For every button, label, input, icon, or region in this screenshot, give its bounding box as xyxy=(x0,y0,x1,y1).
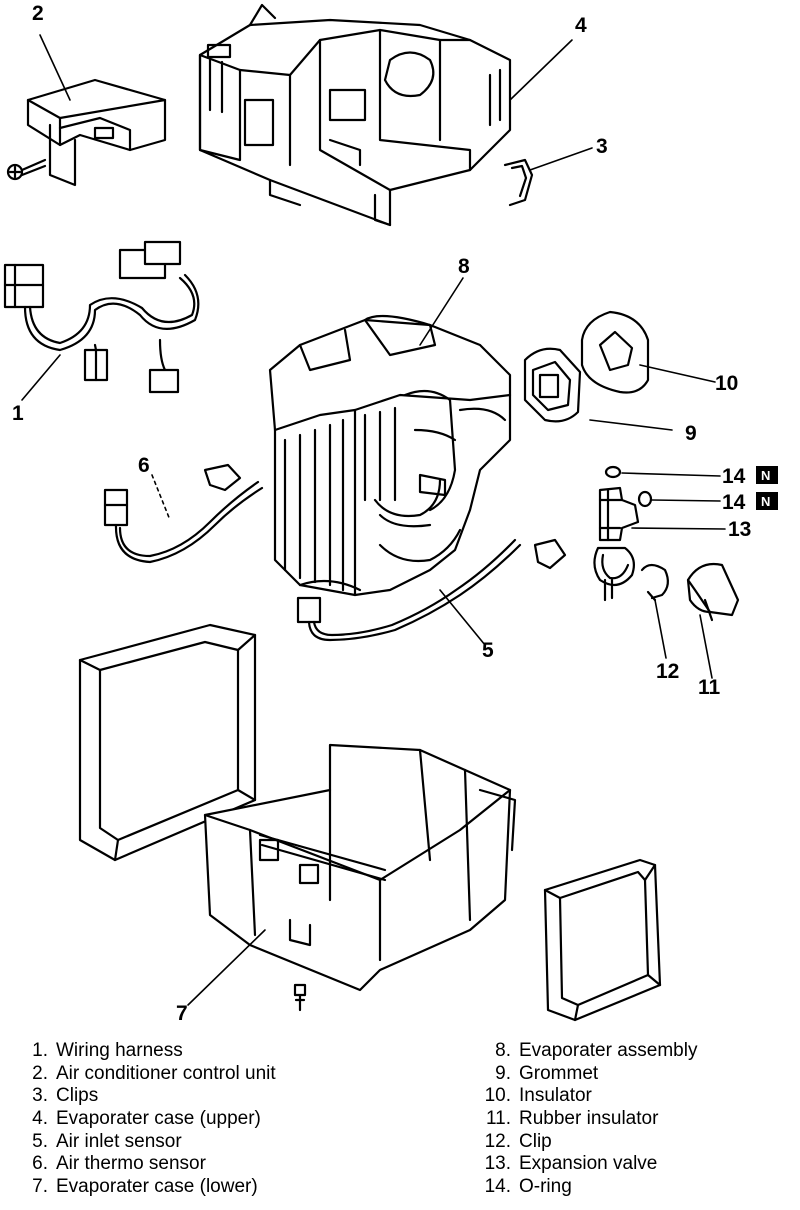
legend-item-label: Evaporater case (lower) xyxy=(56,1175,258,1197)
callout-12: 12 xyxy=(656,660,679,683)
legend-item-number: 3. xyxy=(32,1085,48,1107)
legend-column-left: 1. Wiring harness 2. Air conditioner contro… xyxy=(20,1040,276,1198)
clip-part xyxy=(503,158,534,207)
control-unit-part xyxy=(6,78,167,187)
legend-item-label: Evaporater case (upper) xyxy=(56,1108,261,1130)
legend-item-number: 1. xyxy=(32,1040,48,1062)
callout-14b: 14 xyxy=(722,491,746,514)
badge-n-2: N xyxy=(761,494,770,509)
legend-item-number: 14. xyxy=(484,1175,511,1197)
legend-item-number: 8. xyxy=(495,1040,511,1062)
legend-column-right: 8. Evaporater assembly 9. Grommet 10. Insulat… xyxy=(475,1040,698,1199)
legend-item-number: 12. xyxy=(484,1130,511,1152)
callout-5: 5 xyxy=(482,639,494,662)
callout-9: 9 xyxy=(685,422,697,445)
air-inlet-sensor-part xyxy=(296,538,567,642)
legend-item-label: Rubber insulator xyxy=(519,1108,659,1130)
legend-item-number: 11. xyxy=(485,1108,511,1130)
legend-item: 7. Evaporater case (lower) xyxy=(20,1176,276,1199)
new-part-badge: N xyxy=(756,492,778,510)
legend-item: 6. Air thermo sensor xyxy=(20,1153,276,1176)
legend-item: 12. Clip xyxy=(475,1130,697,1153)
legend-item-number: 10. xyxy=(484,1085,511,1107)
legend-item-number: 9. xyxy=(495,1062,511,1084)
grommet-part xyxy=(523,347,582,423)
callout-8: 8 xyxy=(458,255,470,278)
legend-item: 1. Wiring harness xyxy=(20,1040,276,1063)
legend-item: 10. Insulator xyxy=(475,1085,697,1108)
callout-7: 7 xyxy=(176,1002,188,1025)
evaporator-case-lower-part xyxy=(203,743,517,1012)
exploded-diagram: 2 4 3 8 10 1 9 6 14 14 13 5 12 11 7 N N xyxy=(3,2,778,1025)
rubber-insulator-part xyxy=(686,562,740,622)
legend-item: 14. O-ring xyxy=(475,1176,697,1199)
legend-item: 2. Air conditioner control unit xyxy=(20,1063,276,1086)
filter-frame-left-part xyxy=(78,623,257,862)
callout-3: 3 xyxy=(596,135,608,158)
legend-item-label: Grommet xyxy=(519,1062,599,1084)
callout-2: 2 xyxy=(32,2,44,25)
legend-item-label: Insulator xyxy=(519,1085,592,1107)
legend-item: 8. Evaporater assembly xyxy=(475,1040,697,1063)
legend-item-number: 4. xyxy=(32,1108,48,1130)
callout-11: 11 xyxy=(698,676,721,699)
legend-item-label: Air conditioner control unit xyxy=(56,1062,276,1084)
legend-item-label: Wiring harness xyxy=(56,1040,183,1062)
evaporator-case-upper-part xyxy=(198,3,512,227)
callout-1: 1 xyxy=(12,402,24,425)
evaporator-assembly-part xyxy=(268,314,512,597)
parts-legend: 1. Wiring harness 2. Air conditioner contro… xyxy=(0,1040,800,1210)
new-part-badge: N xyxy=(756,466,778,484)
legend-item: 3. Clips xyxy=(20,1085,276,1108)
legend-item: 4. Evaporater case (upper) xyxy=(20,1108,276,1131)
badge-n-1: N xyxy=(761,468,770,483)
o-ring-part xyxy=(604,465,653,508)
legend-item: 13. Expansion valve xyxy=(475,1153,697,1176)
legend-item-number: 6. xyxy=(32,1153,48,1175)
callout-10: 10 xyxy=(715,372,738,395)
legend-item: 11. Rubber insulator xyxy=(475,1108,697,1131)
filter-frame-right-part xyxy=(543,858,662,1022)
callout-4: 4 xyxy=(575,14,587,37)
legend-item-label: Clip xyxy=(519,1130,552,1152)
leader-lines xyxy=(21,34,726,1006)
legend-item-label: Evaporater assembly xyxy=(519,1040,698,1062)
legend-item: 5. Air inlet sensor xyxy=(20,1130,276,1153)
legend-item-number: 2. xyxy=(32,1062,48,1084)
callout-13: 13 xyxy=(728,518,751,541)
wiring-harness-part xyxy=(3,240,200,394)
callout-6: 6 xyxy=(138,454,150,477)
legend-item-number: 5. xyxy=(32,1130,48,1152)
legend-item-label: Clips xyxy=(56,1085,99,1107)
legend-item: 9. Grommet xyxy=(475,1063,697,1086)
legend-item-label: Expansion valve xyxy=(519,1153,658,1175)
air-thermo-sensor-part xyxy=(103,463,264,564)
insulator-part xyxy=(580,310,650,394)
legend-item-label: Air inlet sensor xyxy=(56,1130,182,1152)
small-clip-part xyxy=(640,563,669,602)
legend-item-label: O-ring xyxy=(519,1175,572,1197)
legend-item-number: 7. xyxy=(32,1175,48,1197)
legend-item-label: Air thermo sensor xyxy=(56,1153,206,1175)
callout-14a: 14 xyxy=(722,465,746,488)
legend-item-number: 13. xyxy=(484,1153,511,1175)
expansion-valve-part xyxy=(593,486,640,602)
